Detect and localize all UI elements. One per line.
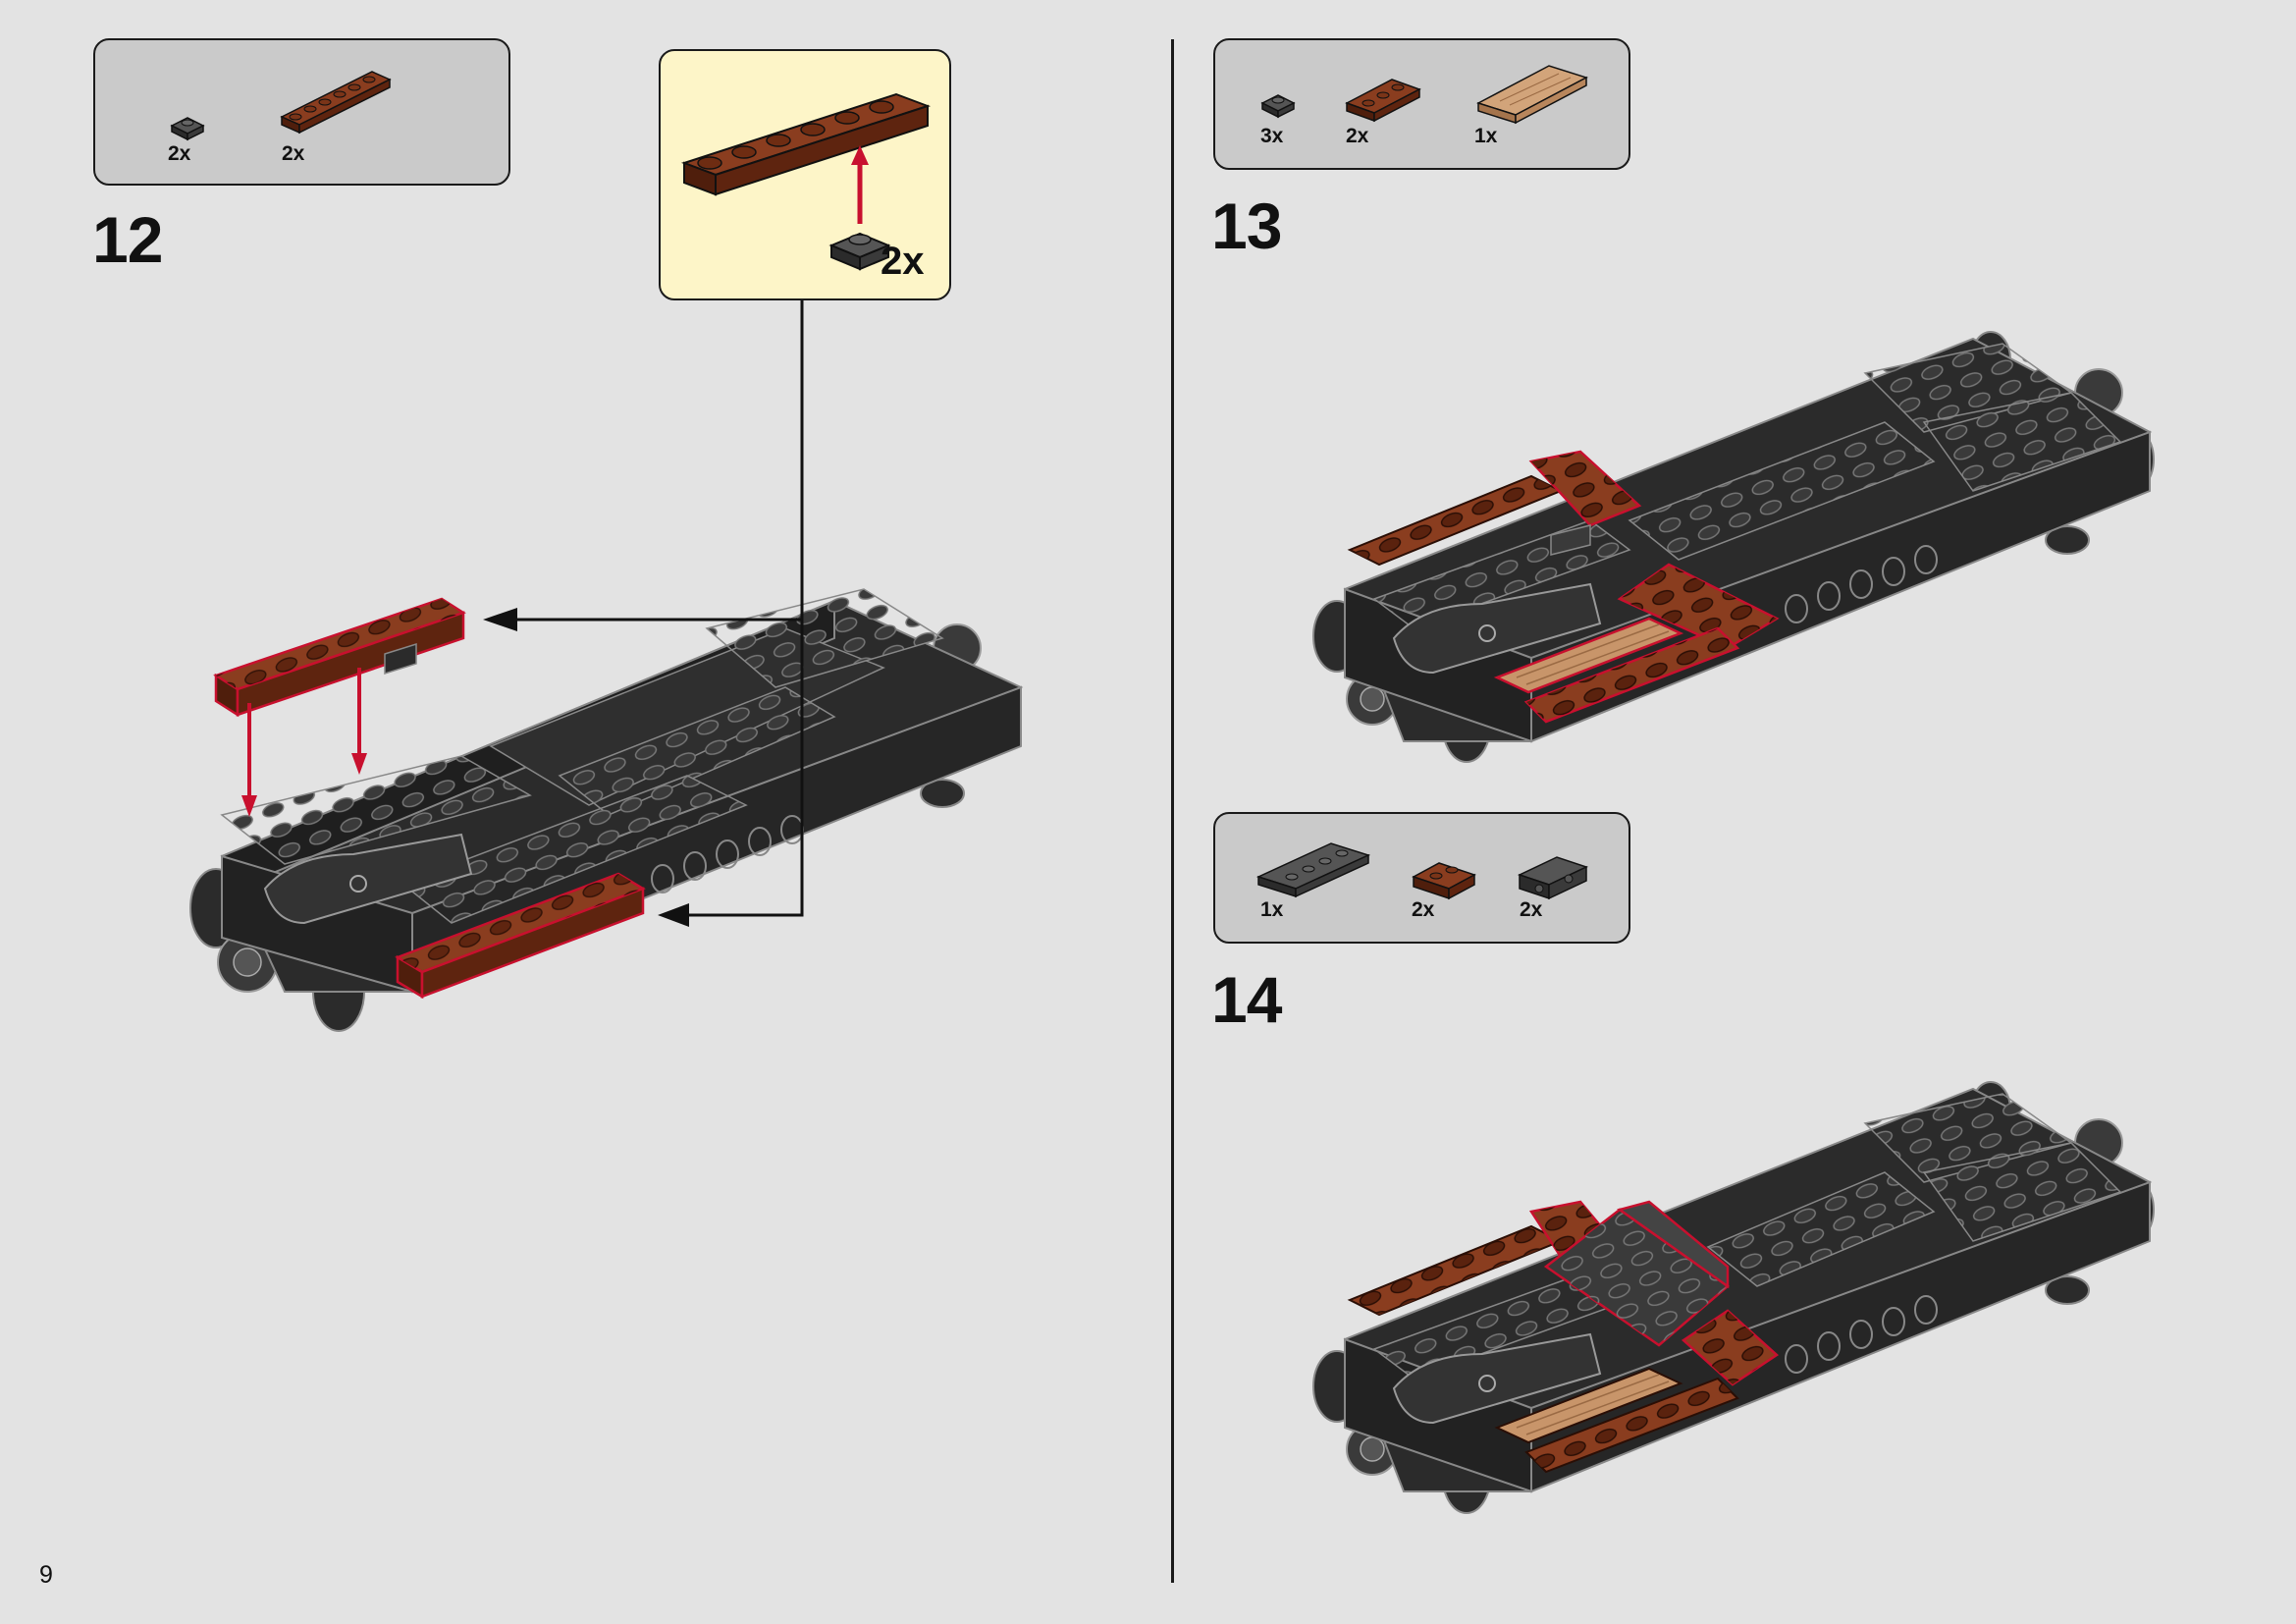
step-13-parts-list: 3x 2x 1x bbox=[1213, 38, 1630, 170]
1x4-wood-tile-icon bbox=[1476, 65, 1588, 125]
1x6-reddish-brown-plate-icon bbox=[280, 71, 392, 135]
step-14-model bbox=[1312, 1081, 2155, 1514]
arrow-up-icon bbox=[851, 145, 869, 224]
sub-assembly-callout: 2x bbox=[659, 49, 951, 300]
1x3-reddish-brown-plate-icon bbox=[1345, 79, 1421, 123]
step-14-parts-list: 1x 2x 2x bbox=[1213, 812, 1630, 944]
1x1-dark-grey-plate-icon bbox=[828, 232, 891, 271]
step-number: 14 bbox=[1211, 963, 1282, 1036]
part-count: 2x bbox=[168, 142, 191, 165]
part-count: 2x bbox=[282, 142, 305, 165]
callout-count: 2x bbox=[881, 240, 925, 283]
1x4-dark-grey-plate-icon bbox=[1255, 842, 1371, 898]
step-13-model bbox=[1312, 331, 2155, 763]
step-12-parts-list: 2x 2x bbox=[93, 38, 510, 186]
1x1-dark-grey-plate-icon bbox=[170, 117, 205, 141]
page-divider bbox=[1171, 39, 1174, 1583]
step-number: 13 bbox=[1211, 189, 1282, 262]
part-count: 1x bbox=[1474, 125, 1498, 147]
placement-arrow-icon bbox=[241, 668, 367, 817]
step-number: 12 bbox=[92, 203, 163, 276]
1x2-reddish-brown-plate-icon bbox=[1412, 862, 1476, 900]
part-count: 1x bbox=[1260, 898, 1284, 921]
callout-connector-arrow-icon bbox=[483, 300, 804, 927]
page-number: 9 bbox=[39, 1561, 53, 1589]
1x1-dark-grey-plate-icon bbox=[1260, 94, 1296, 119]
1x2-bracket-dark-grey-icon bbox=[1517, 856, 1589, 900]
part-count: 2x bbox=[1346, 125, 1369, 147]
step-12-model bbox=[189, 300, 1024, 1032]
part-count: 2x bbox=[1520, 898, 1543, 921]
part-count: 3x bbox=[1260, 125, 1284, 147]
1x6-reddish-brown-plate-icon bbox=[680, 92, 932, 196]
part-count: 2x bbox=[1412, 898, 1435, 921]
